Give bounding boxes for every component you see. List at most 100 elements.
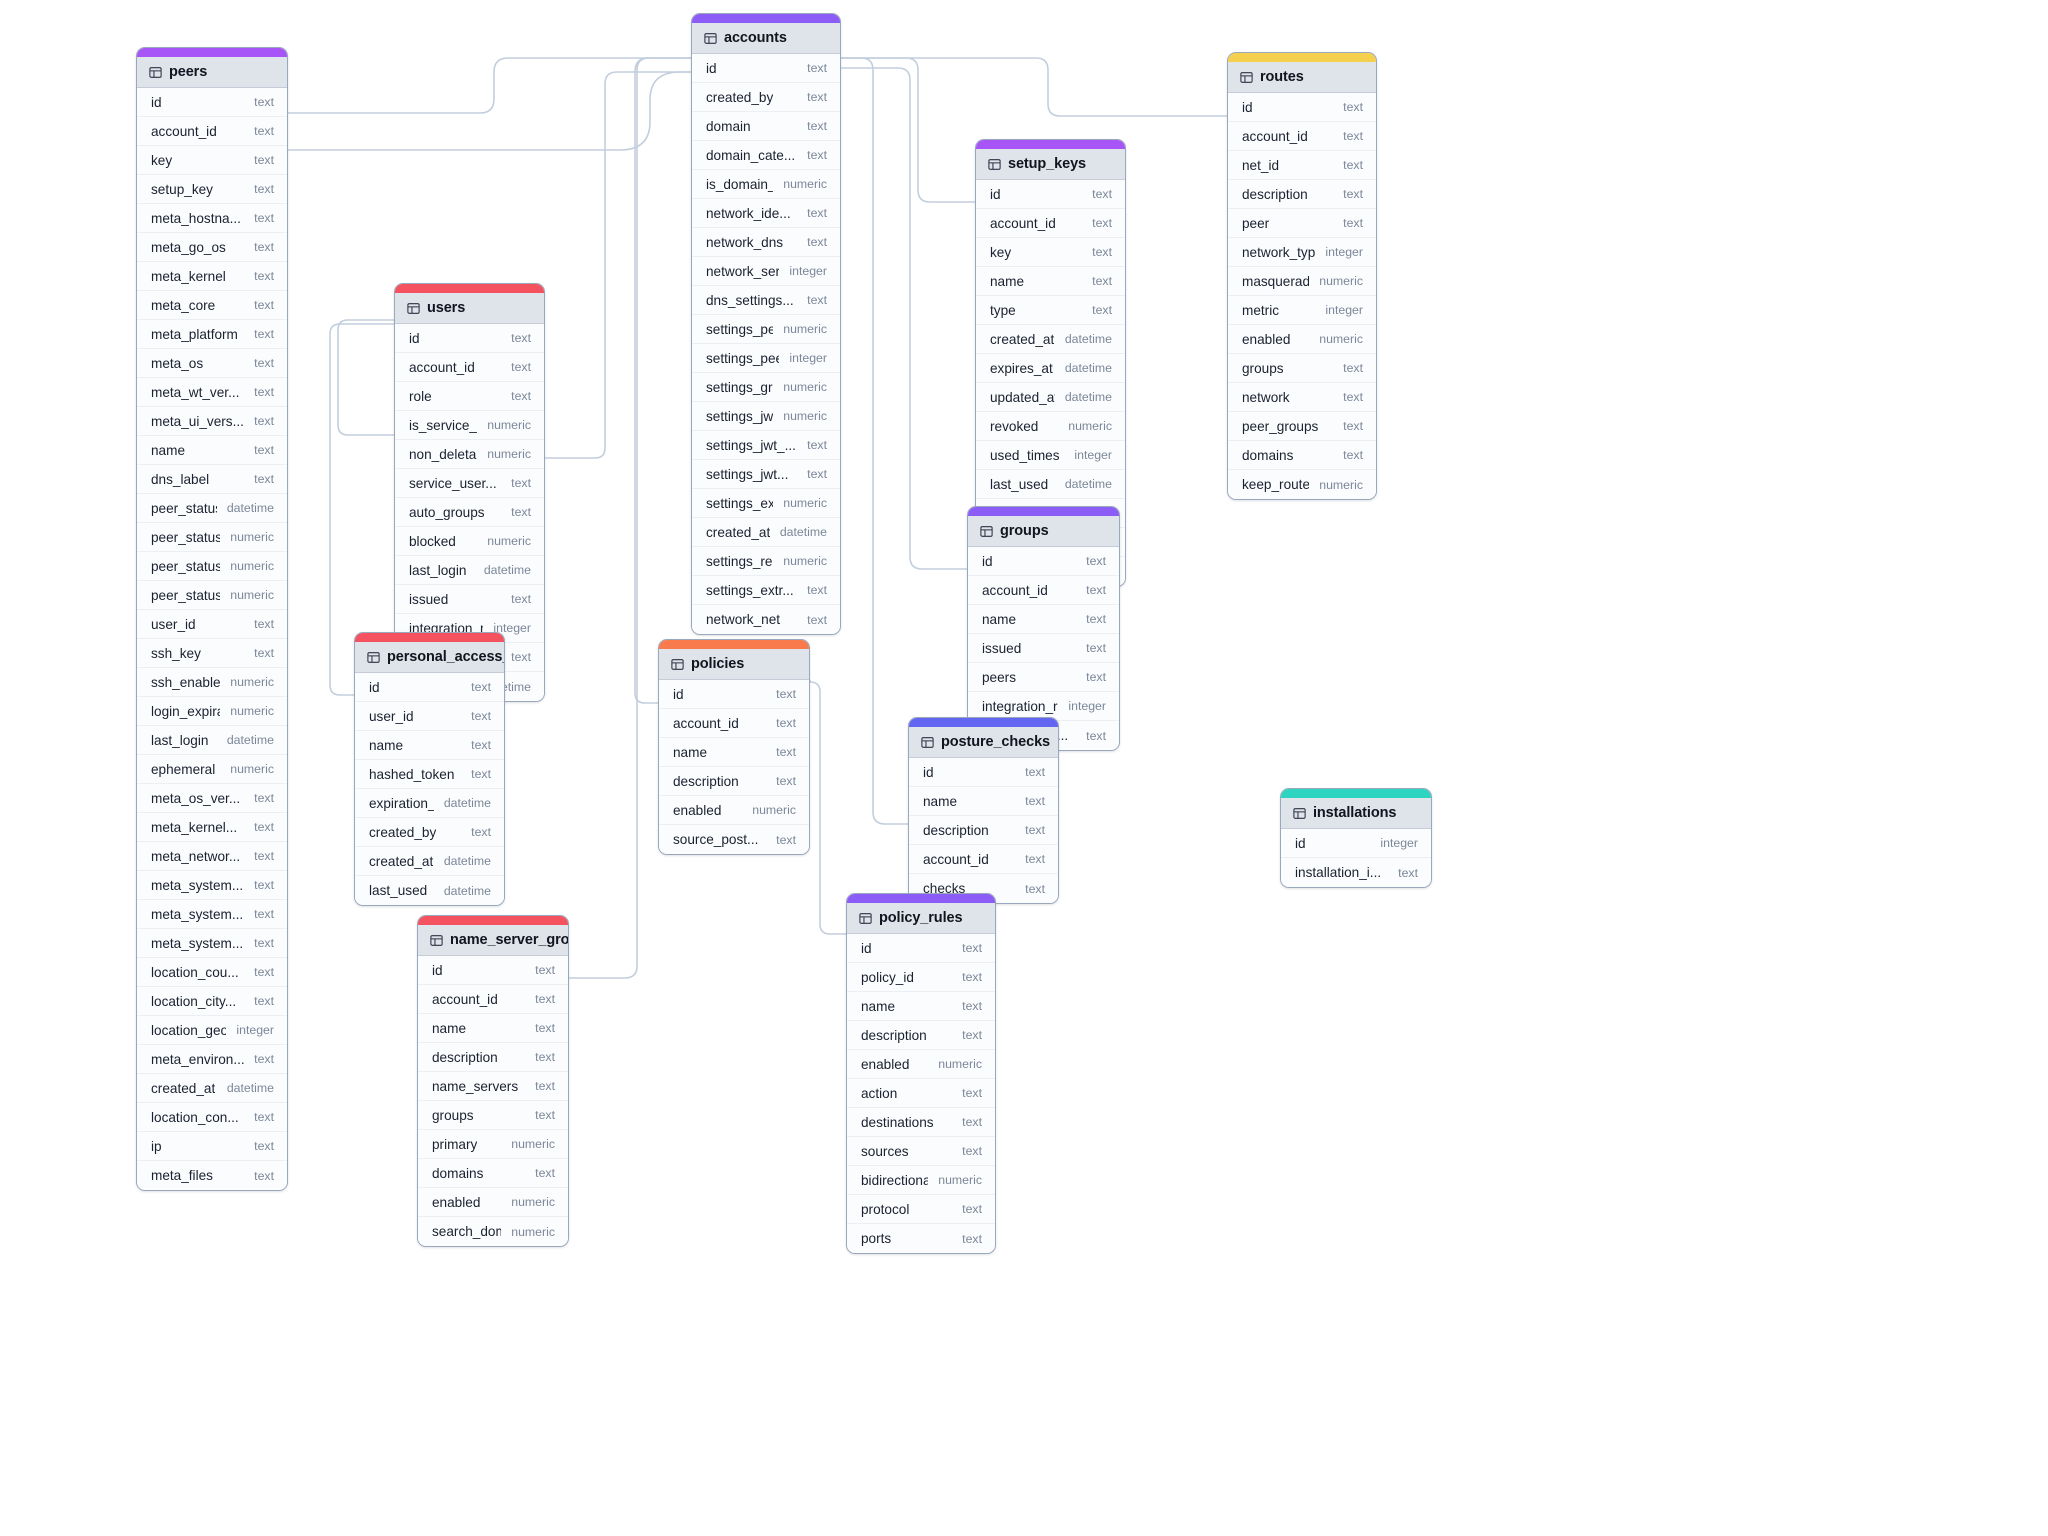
table-header-accounts[interactable]: accounts: [692, 23, 840, 54]
table-header-policy_rules[interactable]: policy_rules: [847, 903, 995, 934]
field-row[interactable]: peer_status_...numeric: [137, 552, 287, 581]
table-node-personal_access_tokens[interactable]: personal_access_tokensidtextuser_idtextn…: [354, 632, 505, 906]
table-header-policies[interactable]: policies: [659, 649, 809, 680]
field-row[interactable]: meta_wt_ver...text: [137, 378, 287, 407]
field-row[interactable]: peer_status_...numeric: [137, 581, 287, 610]
field-row[interactable]: peer_status_...numeric: [137, 523, 287, 552]
table-node-name_server_groups[interactable]: name_server_groupsidtextaccount_idtextna…: [417, 915, 569, 1247]
field-row[interactable]: meta_system...text: [137, 871, 287, 900]
field-row[interactable]: meta_hostna...text: [137, 204, 287, 233]
table-header-name_server_groups[interactable]: name_server_groups: [418, 925, 568, 956]
field-row[interactable]: settings_pee...numeric: [692, 315, 840, 344]
field-row[interactable]: settings_extr...text: [692, 576, 840, 605]
field-row[interactable]: settings_jwt...text: [692, 460, 840, 489]
field-row[interactable]: installation_i...text: [1281, 858, 1431, 887]
field-row[interactable]: location_con...text: [137, 1103, 287, 1132]
field-row[interactable]: settings_extr...numeric: [692, 489, 840, 518]
field-row[interactable]: location_cou...text: [137, 958, 287, 987]
field-row[interactable]: source_post...text: [659, 825, 809, 854]
table-header-posture_checks[interactable]: posture_checks: [909, 727, 1058, 758]
field-row[interactable]: meta_kernel...text: [137, 813, 287, 842]
field-row[interactable]: domain_cate...text: [692, 141, 840, 170]
field-row[interactable]: non_deletablenumeric: [395, 440, 544, 469]
field-row[interactable]: meta_os_ver...text: [137, 784, 287, 813]
field-row[interactable]: settings_jwt_...text: [692, 431, 840, 460]
field-row[interactable]: meta_ui_vers...text: [137, 407, 287, 436]
field-row[interactable]: network_serialinteger: [692, 257, 840, 286]
field-row[interactable]: meta_networ...text: [137, 842, 287, 871]
field-row[interactable]: is_service_us...numeric: [395, 411, 544, 440]
field-row[interactable]: settings_pee...integer: [692, 344, 840, 373]
